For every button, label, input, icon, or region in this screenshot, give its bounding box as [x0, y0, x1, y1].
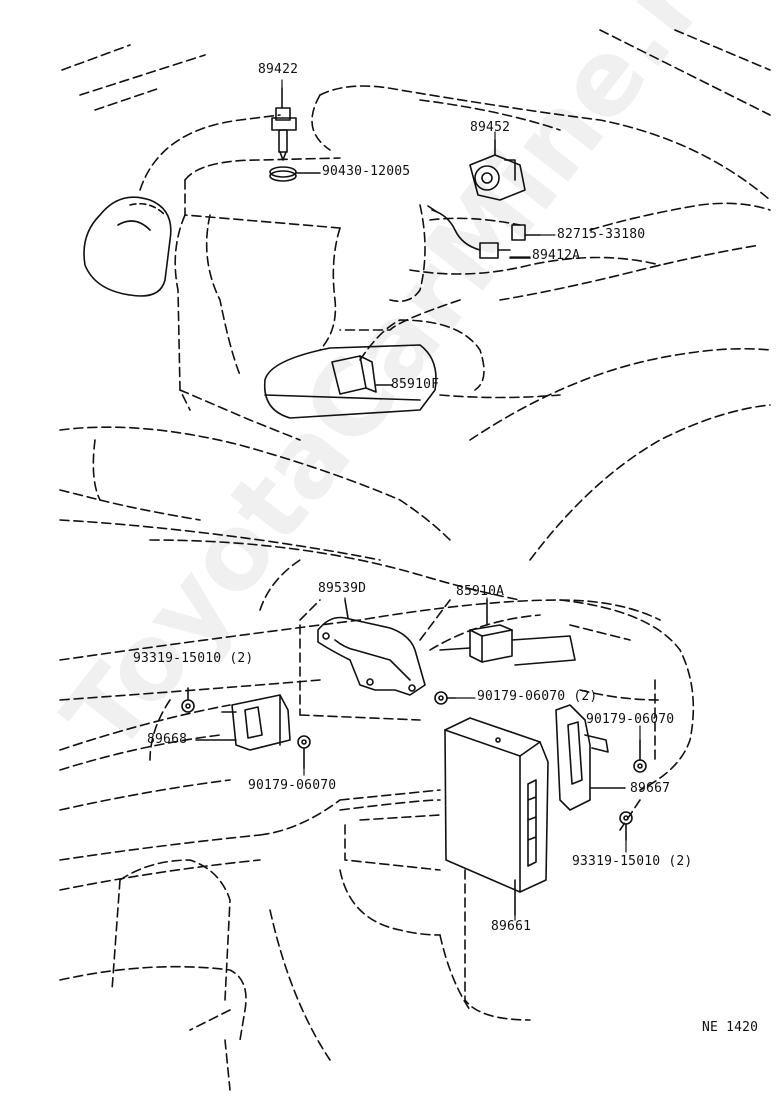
callout-90179-06070-right: 90179-06070	[586, 712, 675, 727]
callout-89668: 89668	[147, 732, 188, 747]
part-89661-ecu	[444, 717, 549, 916]
callout-82715-33180: 82715-33180	[557, 227, 646, 242]
part-89667-bracket	[555, 704, 626, 811]
part-90430-washer	[269, 166, 321, 182]
leader-lines	[281, 79, 641, 921]
fasteners	[181, 687, 647, 841]
callout-89667: 89667	[630, 781, 671, 796]
part-89412a-harness	[427, 205, 541, 259]
intake-tube	[83, 196, 172, 297]
callout-89539d: 89539D	[318, 581, 367, 596]
callout-89412a: 89412A	[532, 248, 581, 263]
part-85910f-relay	[263, 344, 437, 419]
callout-89452: 89452	[470, 120, 511, 135]
callout-90430-12005: 90430-12005	[322, 164, 411, 179]
callout-93319-15010-right: 93319-15010 (2)	[572, 854, 693, 869]
part-89422-sensor	[271, 87, 297, 161]
part-85910a-relay	[439, 599, 576, 666]
dashboard-outline	[59, 559, 695, 1091]
callout-93319-15010-left: 93319-15010 (2)	[133, 651, 254, 666]
part-89668-bracket	[195, 694, 291, 751]
callout-85910a: 85910A	[456, 584, 505, 599]
callout-89422: 89422	[258, 62, 299, 77]
drawing-code: NE 1420	[702, 1020, 759, 1035]
part-89452-throttle-sensor	[469, 139, 526, 201]
part-89539d-bracket	[317, 599, 426, 696]
engine-bay-outline	[59, 29, 771, 601]
callout-89661: 89661	[491, 919, 532, 934]
callout-85910f: 85910F	[391, 377, 440, 392]
callout-90179-06070-left: 90179-06070	[248, 778, 337, 793]
callout-90179-06070-2: 90179-06070 (2)	[477, 689, 598, 704]
